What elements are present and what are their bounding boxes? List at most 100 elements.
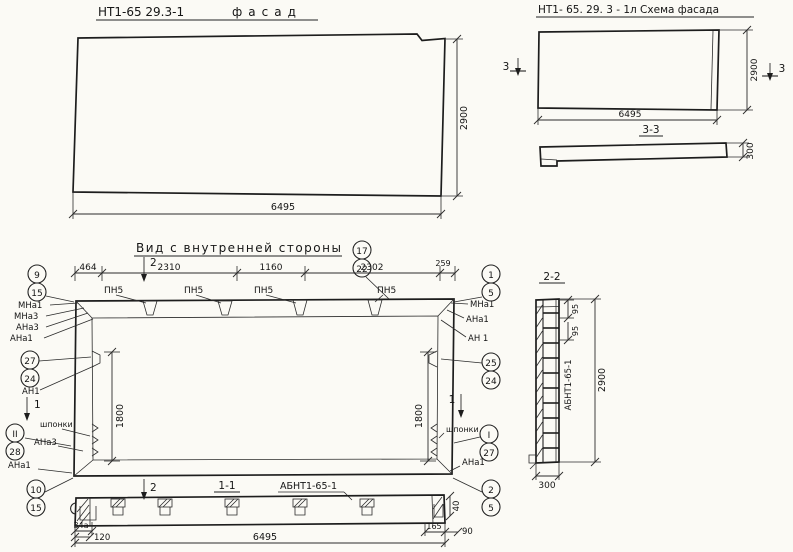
anchor-labels: МНа1 МНа3 АНа3 АНа1 МНа1 АНа1 АН 1 АН1 ш… [8,300,494,474]
part-label-abnt-horizontal: АБНТ1-65-1 [280,481,337,492]
dim-95b-text: 95 [571,326,580,336]
strip-socket-2 [157,498,173,516]
callout-tc-top: 17 [356,247,367,257]
dim-bar-300-text: 300 [538,481,555,491]
dim-120-text: 120 [94,533,110,543]
facade-dim-width: 6495 [68,192,446,219]
strip-socket-3 [224,498,240,516]
scheme-panel-inner-edge [710,30,714,110]
pn5-label-3: ПН5 [254,286,273,296]
label-shponki-right: шпонки [446,425,479,434]
callout-br-top: 2 [488,486,494,496]
inner-view: Вид с внутренней стороны 464 2310 1160 2… [5,240,501,517]
label-ana1-left-top: АНа1 [10,334,33,344]
callout-br-bottom: 5 [488,504,494,514]
dim-1800-left-text: 1800 [115,404,126,428]
scheme-dim-thickness-text: 300 [746,142,756,159]
inner-dim-top: 464 2310 1160 2302 259 [70,259,460,281]
callout-mr-top: 25 [485,359,496,369]
strip-right-end-detail [431,495,444,525]
strip-socket-1 [110,498,126,516]
dim-2302: 2302 [361,263,384,273]
section-2-2-title: 2-2 [543,271,560,283]
callout-top-right: 1 5 [453,264,501,303]
label-an1-right: АН 1 [468,334,488,344]
callout-tl-top: 9 [34,271,40,281]
callout-top-center: 17 22 [352,240,390,300]
pn5-label-4: ПН5 [377,286,396,296]
callout-dl-bottom: 28 [9,448,21,458]
section-1-mark-right: 1 [449,394,464,418]
mark1-left-text: 1 [34,399,41,411]
callout-tl-bottom: 15 [31,289,42,299]
inner-panel [73,298,455,477]
dim-90-text: 90 [462,527,473,537]
strip-outline [74,494,446,527]
scheme-dim-thickness: 300 [727,138,756,162]
label-mna1-left: МНа1 [18,301,42,311]
bar-dim-95a: 95 [559,295,580,323]
section-2-2-view: 2-2 [528,271,608,491]
callout-mid-left: 27 24 [20,350,92,388]
callout-dl-top: II [12,430,17,440]
dim-40-text: 40 [452,501,462,512]
scheme-dim-height-text: 2900 [750,58,760,81]
mark1-right-text: 1 [449,394,456,406]
mark2-top-text: 2 [150,257,157,269]
dim-34a-text: 34а [73,521,88,530]
pn5-label-2: ПН5 [184,286,203,296]
scheme-dim-height: 2900 [717,25,760,115]
section-3-3-strip [539,142,728,167]
bar-rungs [543,312,559,449]
section-1-mark-left: 1 [24,397,41,421]
dim-1160: 1160 [260,263,283,273]
dim-165-text: 165 [426,522,441,531]
facade-name: фасад [232,5,302,19]
scheme-dim-width-text: 6495 [619,110,642,120]
scheme-mark-right-text: 3 [779,63,786,75]
label-ana1-left-bottom: АНа1 [8,461,31,471]
facade-view: НТ1-65 29.3-1 фасад 2900 6495 [68,5,470,219]
callout-bl-top: 10 [30,486,42,496]
label-ana3-left-low: АНа3 [34,438,57,448]
section-1-1-title: 1-1 [218,480,235,492]
callout-mr-bottom: 24 [485,377,497,387]
facade-dim-height-text: 2900 [459,106,470,130]
label-mna3-left: МНа3 [14,312,38,322]
facade-panel [72,33,446,197]
label-mna1-right: МНа1 [470,300,494,310]
scheme-title: НТ1- 65. 29. 3 - 1л Схема фасада [538,4,719,16]
section-2-mark-top: 2 [141,257,157,282]
strip-socket-5 [359,498,375,516]
label-an1-left: АН1 [22,387,40,397]
bar-dim-height: 2900 [559,294,608,467]
scheme-view: НТ1- 65. 29. 3 - 1л Схема фасада 3 3 290… [503,4,786,167]
section-3-3-strip-step [540,158,558,161]
pn5-labels: ПН5 ПН5 ПН5 ПН5 [104,286,396,304]
section-2-mark-bottom: 2 [141,479,157,500]
bar-foot-tail [529,462,537,470]
dim-2310: 2310 [158,263,181,273]
callout-bl-bottom: 15 [30,504,41,514]
dim-464: 464 [79,263,96,273]
bar-foot [528,454,537,464]
section-1-1-view: 34а 120 6495 165 90 40 [70,491,473,548]
bar-hatching [536,304,543,458]
part-label-abnt-vertical: АБНТ1-65-1 [564,360,574,411]
label-shponki-left: шпонки [40,420,73,429]
bar-outline [535,298,560,464]
callout-tr-top: 1 [488,271,494,281]
callout-tc-bottom: 22 [356,265,367,275]
callout-bottom-left: 10 15 [26,477,74,517]
facade-dim-width-text: 6495 [271,202,295,213]
bar-dim-95b: 95 [559,322,580,345]
dim-bar-2900-text: 2900 [597,368,608,392]
inner-dim-1800-left: 1800 [104,347,126,466]
inner-dim-1800-right: 1800 [414,347,436,466]
callout-mid-right: 25 24 [440,352,501,390]
facade-code: НТ1-65 29.3-1 [98,5,184,19]
callout-dr-bottom: 27 [483,449,494,459]
label-ana1-right-top: АНа1 [466,315,489,325]
callout-dowel-left: II 28 [5,423,72,461]
